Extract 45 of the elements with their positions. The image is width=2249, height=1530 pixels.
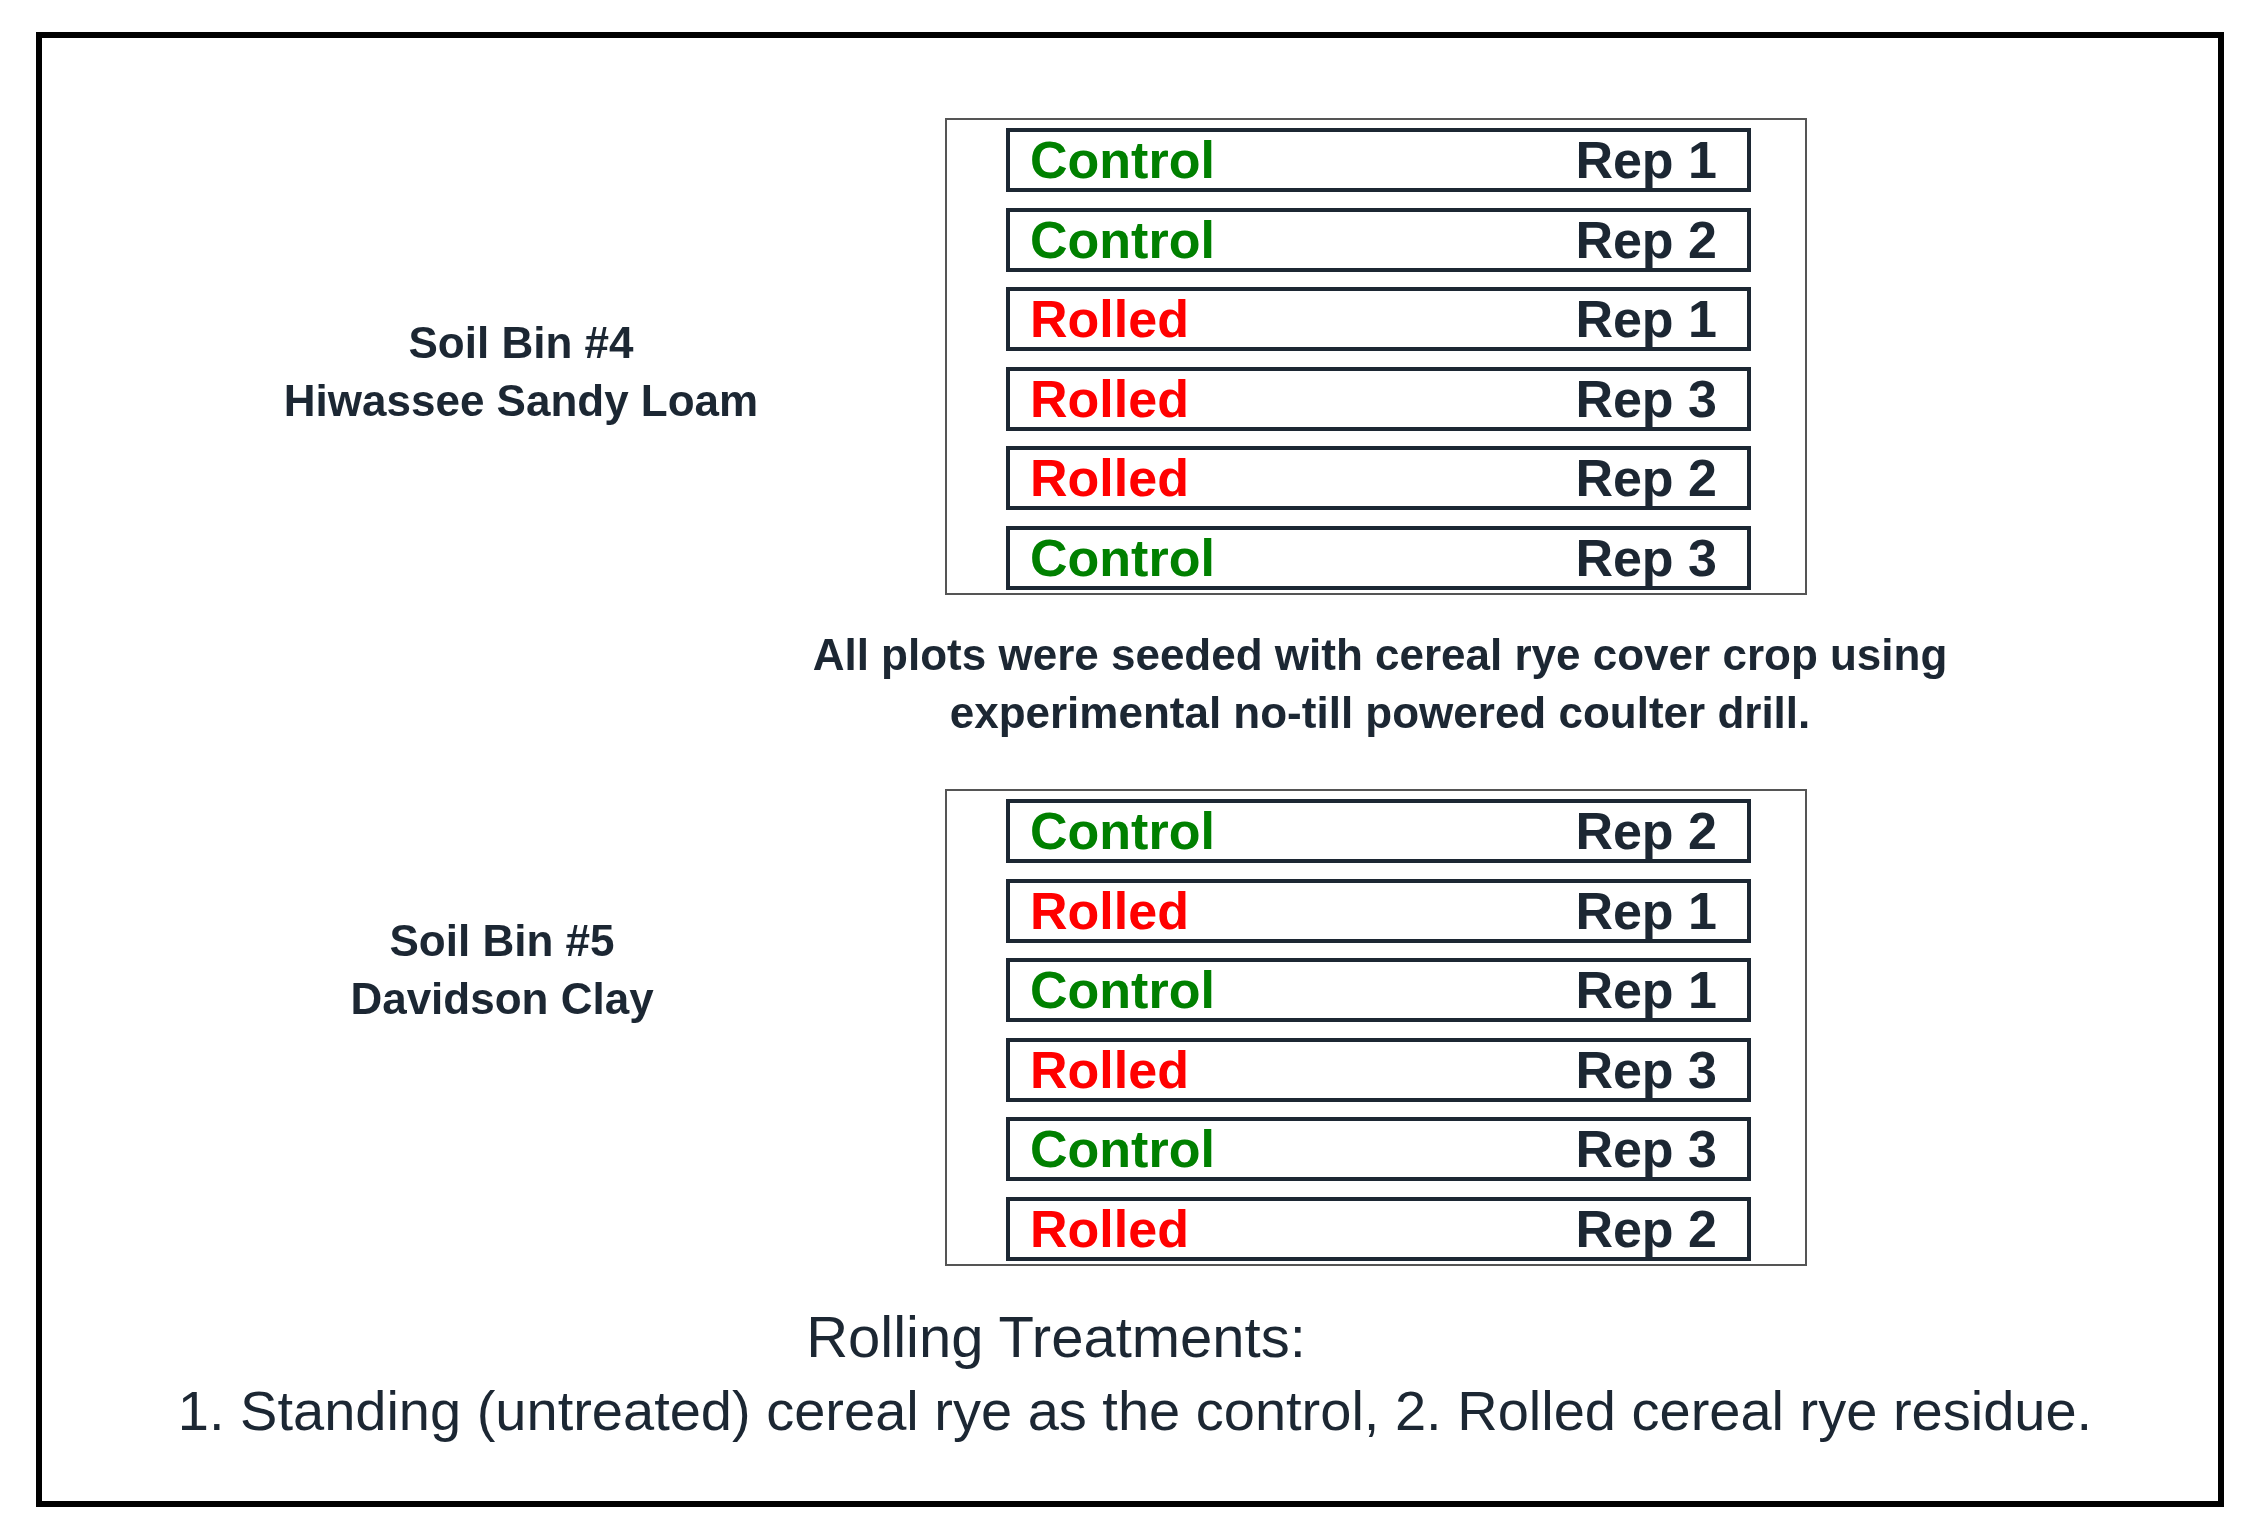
rep-label: Rep 3 [1575, 370, 1717, 427]
treatments-heading: Rolling Treatments: [805, 1303, 1307, 1371]
treatments-description: 1. Standing (untreated) cereal rye as the control, 2. Rolled cereal rye residue. [176, 1378, 2094, 1444]
rep-label: Rep 1 [1575, 882, 1717, 939]
soil-bin-label: Davidson Clay [350, 973, 654, 1025]
plot-strip [1006, 1037, 1751, 1102]
rep-label: Rep 2 [1575, 450, 1717, 506]
rep-label: Rep 1 [1575, 962, 1717, 1018]
rep-label: Rep 1 [1575, 132, 1717, 188]
plot-strip [1006, 1196, 1751, 1261]
plot-strip [1006, 128, 1751, 192]
rep-label: Rep 3 [1575, 529, 1717, 586]
treatment-label: Rolled [1030, 1041, 1189, 1098]
treatment-label: Control [1030, 962, 1215, 1018]
rep-label: Rep 2 [1575, 211, 1717, 268]
plot-strip [1006, 799, 1751, 863]
plot-strip [1006, 207, 1751, 272]
plot-strip [1006, 446, 1751, 510]
rep-label: Rep 1 [1575, 291, 1717, 347]
plot-strip [1006, 1117, 1751, 1181]
treatment-label: Control [1030, 132, 1215, 188]
plot-strip [1006, 366, 1751, 431]
rep-label: Rep 2 [1575, 803, 1717, 859]
soil-bin-panel [945, 118, 1807, 595]
treatment-label: Rolled [1030, 1200, 1189, 1257]
soil-bin-panel [945, 789, 1807, 1266]
treatment-label: Rolled [1030, 370, 1189, 427]
plot-strip [1006, 878, 1751, 943]
plot-strip [1006, 958, 1751, 1022]
treatment-label: Rolled [1030, 882, 1189, 939]
soil-bin-label: Soil Bin #4 [408, 317, 634, 369]
plot-strip [1006, 525, 1751, 590]
treatment-label: Control [1030, 211, 1215, 268]
soil-bin-label: Hiwassee Sandy Loam [283, 375, 759, 427]
soil-bin-label: Soil Bin #5 [389, 915, 615, 967]
rep-label: Rep 3 [1575, 1121, 1717, 1177]
rep-label: Rep 3 [1575, 1041, 1717, 1098]
treatment-label: Rolled [1030, 291, 1189, 347]
treatment-label: Rolled [1030, 450, 1189, 506]
treatment-label: Control [1030, 1121, 1215, 1177]
rep-label: Rep 2 [1575, 1200, 1717, 1257]
treatment-label: Control [1030, 803, 1215, 859]
seeding-note: All plots were seeded with cereal rye cover crop using experimental no-till powered coulter drill. [811, 629, 1949, 739]
treatment-label: Control [1030, 529, 1215, 586]
plot-strip [1006, 287, 1751, 351]
